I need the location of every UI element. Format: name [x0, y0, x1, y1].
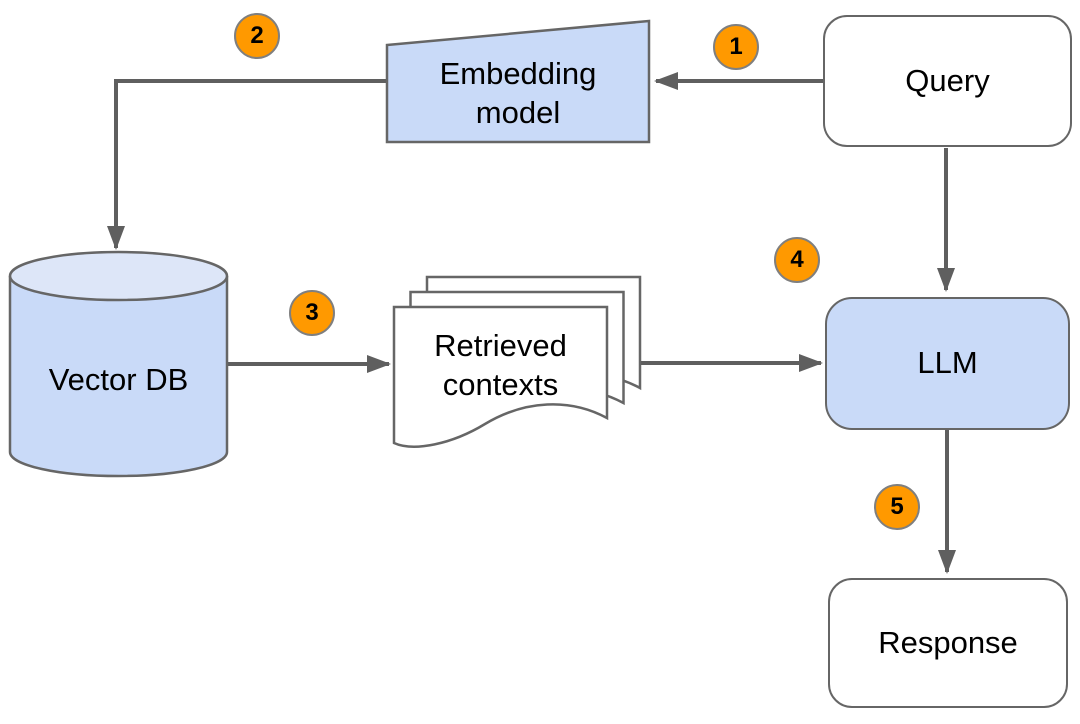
retrieved-contexts-label: Retrieved contexts [434, 328, 567, 402]
retrieved-contexts-node: Retrieved contexts [394, 307, 607, 425]
embedding-model-node: Embedding model [387, 45, 649, 142]
step-badge-4: 4 [774, 237, 820, 283]
query-label: Query [905, 62, 990, 98]
step-badge-3: 3 [289, 290, 335, 336]
retrieved-contexts-shape [392, 275, 642, 448]
vector-db-shape [8, 250, 229, 478]
step-badge-2-number: 2 [250, 22, 264, 49]
response-node: Response [828, 578, 1068, 708]
step-badge-1-number: 1 [729, 33, 743, 60]
step-badge-5: 5 [874, 484, 920, 530]
step-badge-1: 1 [713, 24, 759, 70]
step-badge-5-number: 5 [890, 493, 904, 520]
step-badge-2: 2 [234, 13, 280, 59]
step-badge-3-number: 3 [305, 299, 319, 326]
embedding-model-label: Embedding model [439, 55, 597, 130]
vector-db-label: Vector DB [48, 361, 189, 397]
arrow-embedding-to-vectordb [107, 79, 387, 250]
llm-node: LLM [825, 297, 1070, 430]
step-badge-4-number: 4 [790, 246, 804, 273]
embedding-model-shape [385, 19, 651, 144]
query-node: Query [823, 15, 1072, 147]
vector-db-node: Vector DB [10, 300, 227, 460]
response-label: Response [878, 624, 1018, 660]
llm-label: LLM [917, 345, 978, 381]
